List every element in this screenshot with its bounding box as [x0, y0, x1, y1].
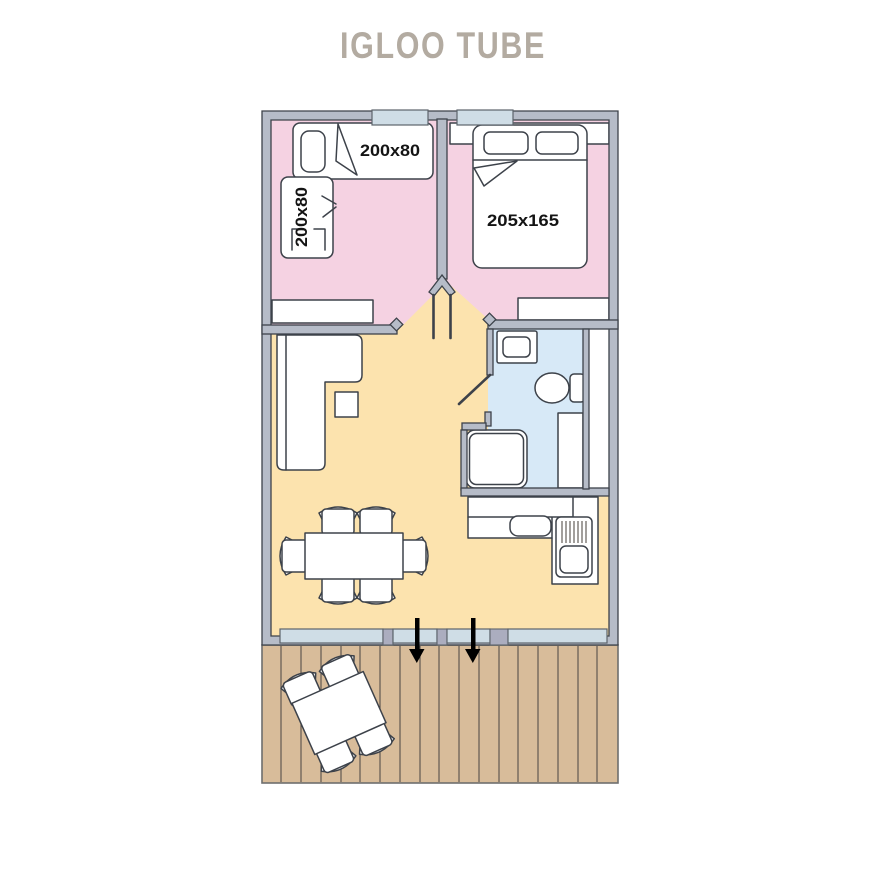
bathroom-door-leaf	[457, 373, 492, 406]
shower-tray	[468, 432, 525, 486]
pillow-outline	[291, 228, 326, 251]
window	[371, 109, 429, 126]
side-table	[334, 391, 359, 418]
pillow	[483, 131, 529, 155]
door-jamb	[482, 312, 497, 327]
deck-terrace	[261, 644, 619, 784]
page-title: IGLOO TUBE	[340, 25, 546, 66]
wall-pier	[436, 628, 448, 646]
blanket-fold-marks	[321, 195, 337, 218]
outdoor-dining-set	[277, 649, 398, 778]
bedroom-shelf	[271, 299, 374, 324]
blanket-fold	[473, 160, 518, 187]
glazed-front-panel	[507, 628, 608, 644]
hob	[509, 515, 552, 537]
outdoor-table	[291, 670, 387, 756]
partition-chevron	[428, 273, 456, 297]
dining-chair	[356, 506, 396, 536]
entrance-door	[446, 628, 491, 644]
wall-pier	[382, 628, 394, 646]
living-room	[276, 334, 429, 605]
shower-wall	[460, 429, 468, 491]
bathroom-cabinet	[557, 412, 584, 489]
closet-floor	[588, 329, 609, 490]
dining-chair	[318, 575, 358, 605]
dining-table	[304, 532, 404, 580]
right-bedroom-wall	[487, 319, 619, 330]
window	[456, 109, 514, 126]
pillow	[300, 130, 326, 173]
drainer-ridges	[561, 521, 587, 543]
kitchen	[467, 496, 599, 585]
bathroom-door-jamb	[484, 411, 492, 427]
single-bed-side	[280, 176, 334, 259]
dining-set	[279, 506, 429, 605]
bed-size-label: 200x80	[360, 141, 420, 160]
washbasin-bowl	[502, 336, 531, 358]
bedroom-shelf	[517, 297, 610, 321]
glazed-front-panel	[279, 628, 384, 644]
door-jamb	[389, 317, 404, 332]
walls	[261, 110, 619, 646]
dining-chair	[356, 575, 396, 605]
dining-chair	[279, 536, 309, 576]
bathroom-door-jamb	[461, 422, 487, 431]
shower	[465, 429, 528, 489]
dining-chair	[318, 506, 358, 536]
entrance-arrow	[465, 618, 481, 663]
bed-size-label: 200x80	[292, 187, 311, 247]
dining-chair	[399, 536, 429, 576]
bed-size-label: 205x165	[487, 211, 559, 230]
kitchen-wall	[460, 487, 610, 497]
wall-pier	[489, 628, 509, 646]
openings	[279, 109, 608, 646]
closet-wall	[582, 328, 590, 490]
pillow	[535, 131, 579, 155]
single-bed-top	[292, 122, 434, 180]
corner-sofa	[276, 334, 363, 471]
entrance-arrows	[409, 618, 481, 663]
deck-planks	[280, 646, 598, 782]
bedroom-partition-wall	[436, 118, 448, 280]
left-bedroom: 200x80 200x80	[271, 122, 434, 324]
toilet-bowl	[534, 372, 570, 404]
blanket-fold	[335, 123, 358, 176]
entrance-arrow	[409, 618, 425, 663]
bathroom	[465, 330, 586, 489]
left-bedroom-wall	[261, 324, 398, 335]
sink-basin	[559, 545, 589, 574]
bathroom-wall	[486, 328, 494, 376]
